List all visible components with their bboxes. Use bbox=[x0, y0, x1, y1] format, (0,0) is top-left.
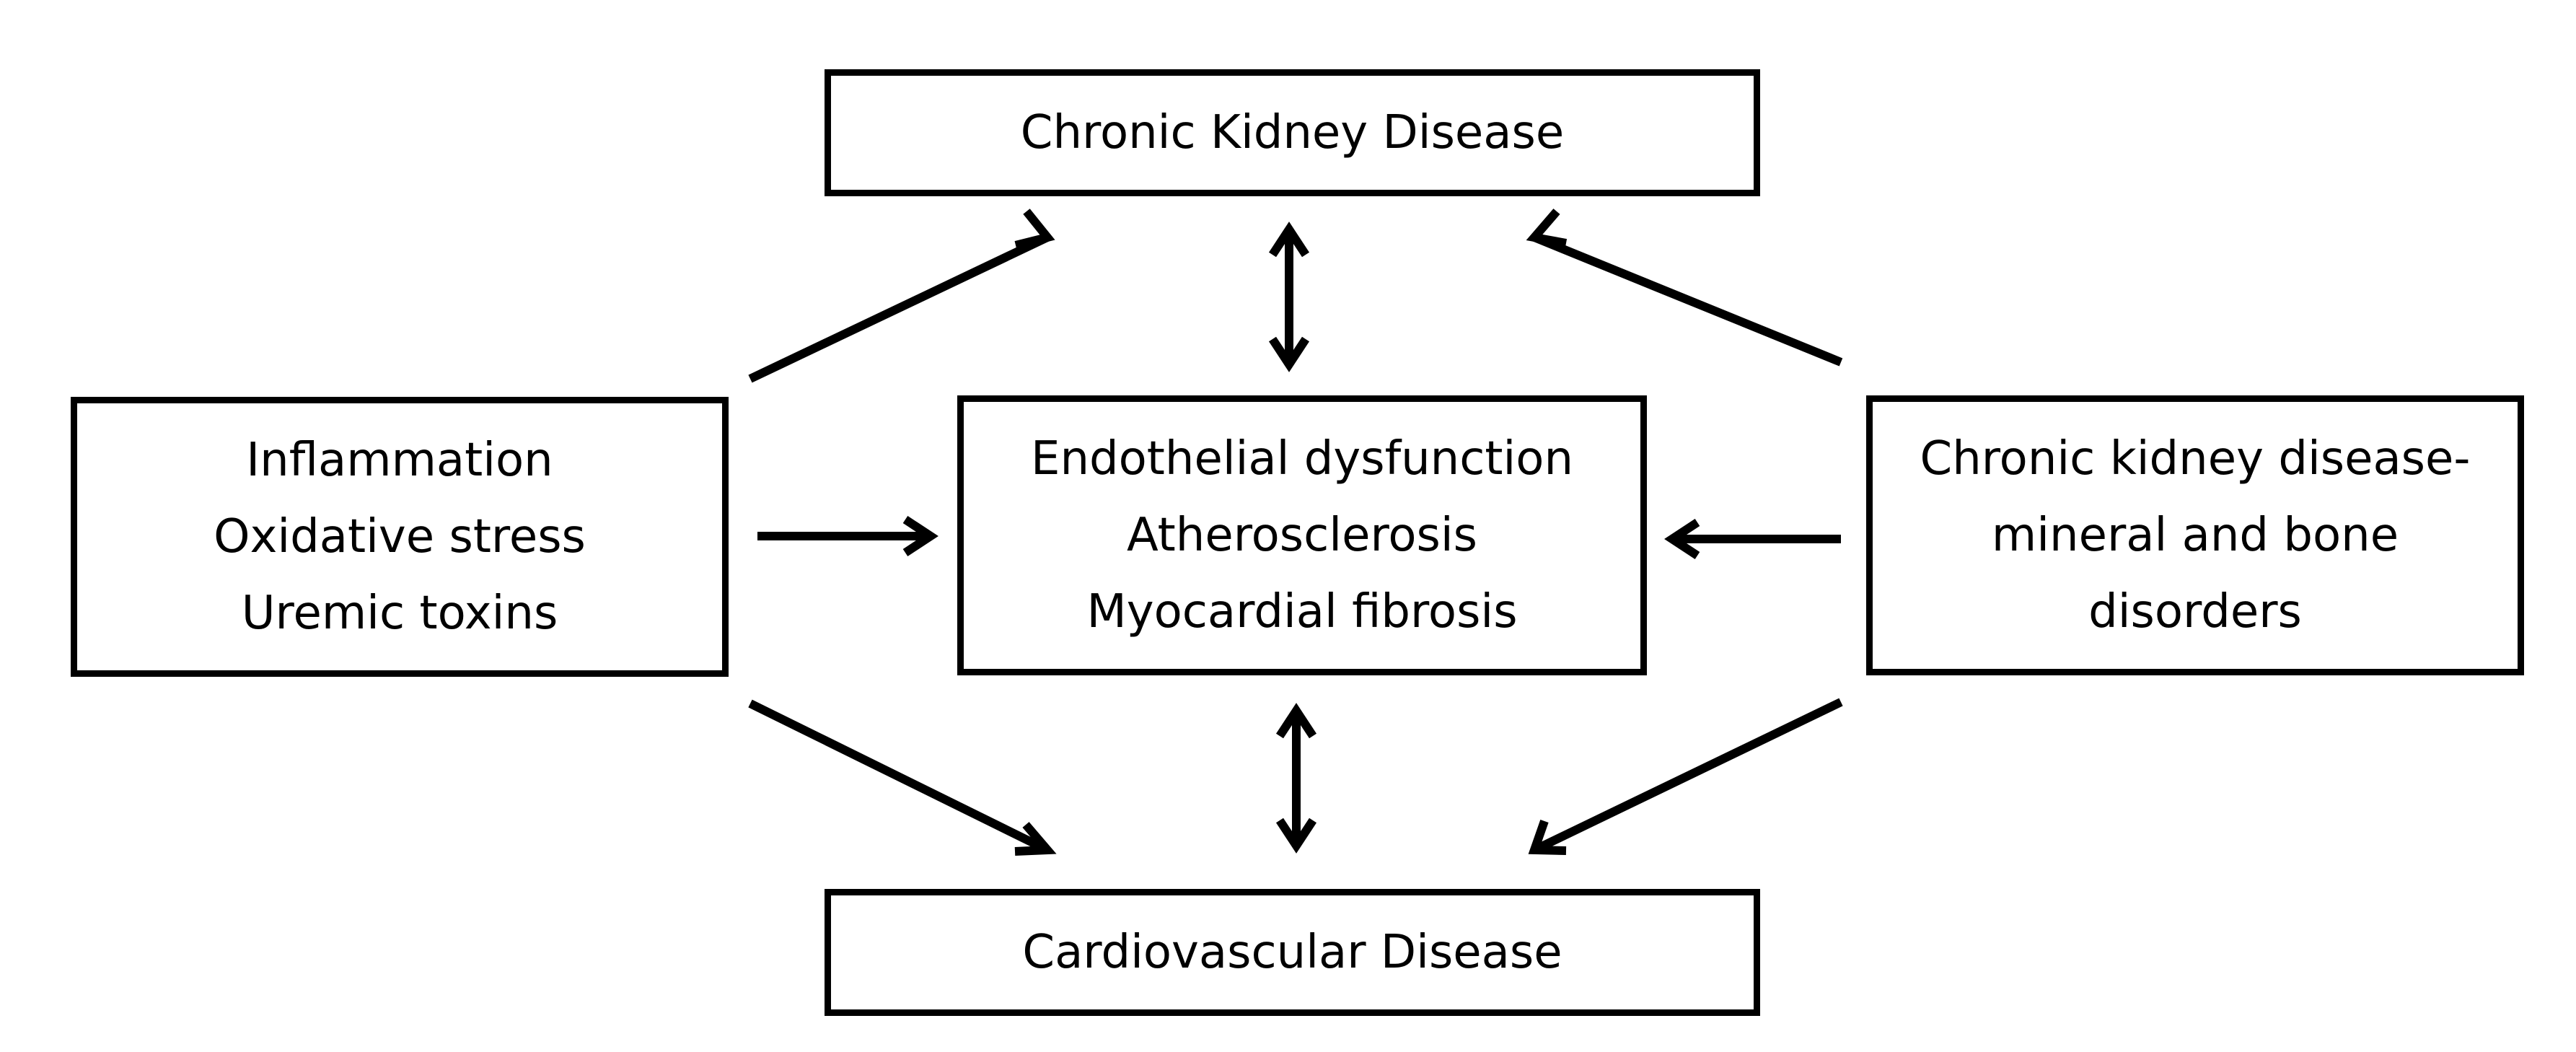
ckd-mbd-label-line-1: Chronic kidney disease- bbox=[1920, 432, 2471, 486]
cardiovascular-disease-box: Cardiovascular Disease bbox=[825, 889, 1760, 1016]
arrow-mechanisms-cvd bbox=[1275, 703, 1317, 854]
ckd-mbd-label-line-3: disorders bbox=[2088, 585, 2302, 639]
endothelial-dysfunction-label: Endothelial dysfunction bbox=[1031, 432, 1573, 486]
oxidative-stress-label: Oxidative stress bbox=[214, 510, 586, 564]
arrow-mbd-to-cvd bbox=[1528, 698, 1843, 855]
ckd-mbd-label-line-2: mineral and bone bbox=[1991, 509, 2399, 562]
atherosclerosis-label: Atherosclerosis bbox=[1127, 509, 1477, 562]
chronic-kidney-disease-label: Chronic Kidney Disease bbox=[1020, 106, 1565, 159]
ckd-mbd-box: Chronic kidney disease- mineral and bone… bbox=[1866, 395, 2524, 675]
risk-factors-box: Inflammation Oxidative stress Uremic tox… bbox=[71, 397, 729, 677]
cardiovascular-disease-label: Cardiovascular Disease bbox=[1022, 926, 1562, 979]
uremic-toxins-label: Uremic toxins bbox=[241, 587, 558, 640]
mechanisms-box: Endothelial dysfunction Atherosclerosis … bbox=[957, 395, 1647, 675]
myocardial-fibrosis-label: Myocardial fibrosis bbox=[1086, 585, 1518, 639]
arrow-risk-to-ckd bbox=[748, 209, 1055, 383]
arrow-mbd-to-ckd bbox=[1526, 209, 1843, 367]
arrow-risk-to-cvd bbox=[748, 699, 1057, 856]
inflammation-label: Inflammation bbox=[246, 434, 553, 487]
arrow-mbd-to-mechanisms bbox=[1664, 518, 1841, 560]
arrow-ckd-mechanisms bbox=[1268, 222, 1310, 372]
arrow-risk-to-mechanisms bbox=[757, 515, 938, 557]
chronic-kidney-disease-box: Chronic Kidney Disease bbox=[825, 69, 1760, 196]
